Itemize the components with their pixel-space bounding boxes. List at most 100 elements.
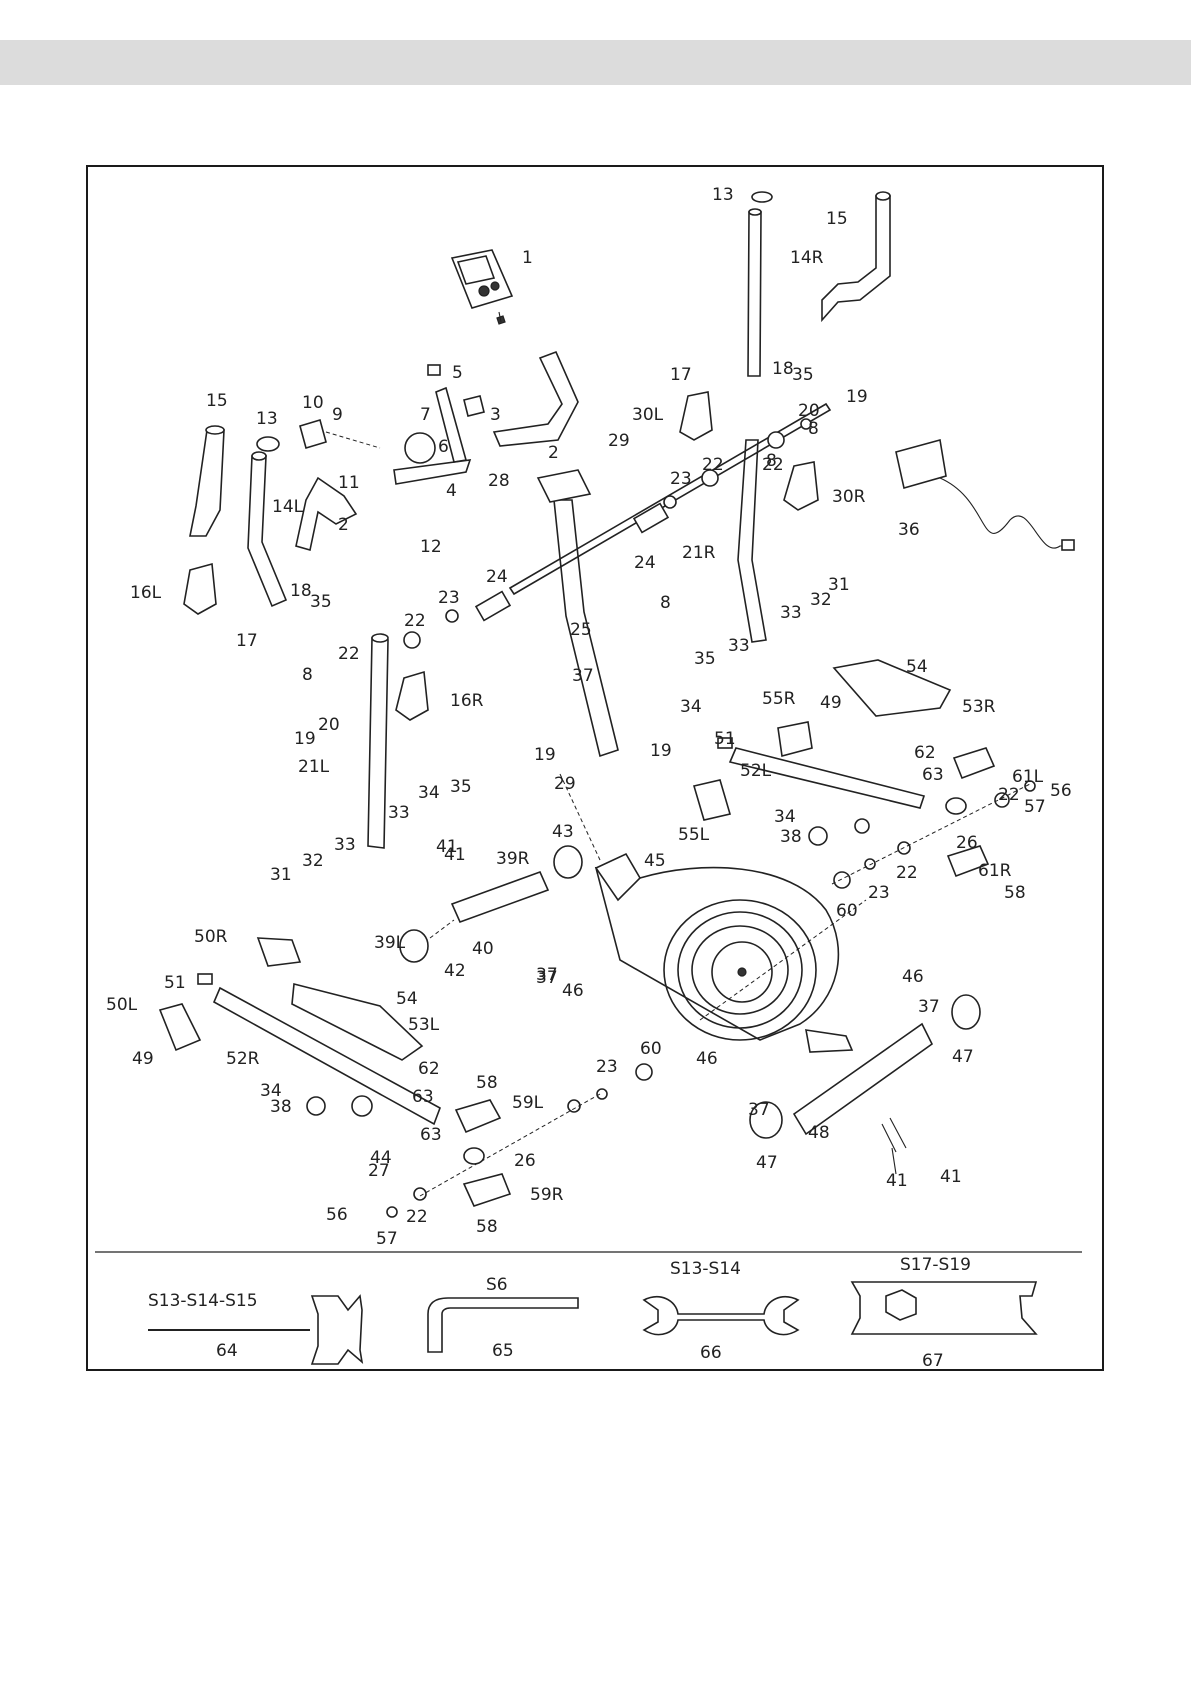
part-label: 6 (438, 437, 449, 457)
part-label: 34 (680, 697, 702, 717)
part-label: 19 (846, 387, 868, 407)
part-label: 31 (828, 575, 850, 595)
part-label: 24 (634, 553, 656, 573)
part-label: 63 (922, 765, 944, 785)
part-label: 62 (418, 1059, 440, 1079)
part-label: 29 (608, 431, 630, 451)
part-label: 19 (294, 729, 316, 749)
part-label: 24 (486, 567, 508, 587)
header-band (0, 40, 1191, 85)
part-label: 37 (918, 997, 940, 1017)
part-label: 37 (536, 965, 558, 985)
part-label: 60 (640, 1039, 662, 1059)
part-label: 22 (896, 863, 918, 883)
part-label: 41 (940, 1167, 962, 1187)
part-label: 55L (678, 825, 710, 845)
part-label: 49 (132, 1049, 154, 1069)
part-label: 36 (898, 520, 920, 540)
part-label: 32 (810, 590, 832, 610)
part-label: 8 (660, 593, 671, 613)
part-label: 22 (404, 611, 426, 631)
part-label: 59R (530, 1185, 564, 1205)
part-label: 18 (772, 359, 794, 379)
part-label: 13 (712, 185, 734, 205)
part-label: 4 (446, 481, 457, 501)
part-label: 62 (914, 743, 936, 763)
exploded-diagram-frame (86, 165, 1104, 1371)
part-label: 35 (450, 777, 472, 797)
part-label: 41 (444, 845, 466, 865)
tool-67-size: S17-S19 (900, 1255, 971, 1275)
part-label: 20 (318, 715, 340, 735)
part-label: 55R (762, 689, 796, 709)
part-label: 35 (310, 592, 332, 612)
pedal-arm-52L (158, 937, 441, 1126)
tool-66-size: S13-S14 (670, 1259, 741, 1279)
part-label: 38 (270, 1097, 292, 1117)
part-label: 15 (206, 391, 228, 411)
arm-21L (367, 633, 389, 849)
bracket-10 (299, 418, 381, 450)
part-label: 30L (632, 405, 664, 425)
part-label: 27 (368, 1161, 390, 1181)
part-label: 21L (298, 757, 330, 777)
tool-67-number: 67 (922, 1351, 944, 1371)
part-label: 54 (906, 657, 928, 677)
tool-65-size: S6 (486, 1275, 508, 1295)
part-label: 23 (670, 469, 692, 489)
part-label: 1 (522, 248, 533, 268)
arm-21R (737, 439, 767, 643)
part-label: 34 (774, 807, 796, 827)
tool-65-allen-key (427, 1297, 579, 1353)
console-part (450, 249, 514, 325)
part-label: 48 (808, 1123, 830, 1143)
part-label: 63 (412, 1087, 434, 1107)
part-label: 35 (694, 649, 716, 669)
part-label: 35 (792, 365, 814, 385)
part-label: 30R (832, 487, 866, 507)
part-label: 12 (420, 537, 442, 557)
part-label: 32 (302, 851, 324, 871)
part-label: 46 (902, 967, 924, 987)
part-label: 23 (596, 1057, 618, 1077)
part-label: 46 (696, 1049, 718, 1069)
part-label: 53L (408, 1015, 440, 1035)
part-label: 50R (194, 927, 228, 947)
part-label: 39R (496, 849, 530, 869)
handlebar-2-right (492, 350, 579, 447)
pedal-arm-52R (692, 659, 952, 846)
part-label: 58 (476, 1073, 498, 1093)
part-label: 45 (644, 851, 666, 871)
part-label: 20 (798, 401, 820, 421)
part-label: 49 (820, 693, 842, 713)
part-label: 51 (164, 973, 186, 993)
handle-15-left (189, 425, 225, 537)
part-label: 37 (572, 666, 594, 686)
part-label: 19 (650, 741, 672, 761)
part-label: 16R (450, 691, 484, 711)
tool-64-size: S13-S14-S15 (148, 1291, 258, 1311)
part-label: 28 (488, 471, 510, 491)
part-label: 23 (438, 588, 460, 608)
part-label: 63 (420, 1125, 442, 1145)
part-labels: 1223456788889101112131314R14L151516L16R1… (106, 185, 1072, 1249)
part-label: 41 (886, 1171, 908, 1191)
part-label: 22 (338, 644, 360, 664)
tool-66-wrench (642, 1296, 800, 1336)
upright-14R (747, 191, 773, 377)
part-label: 44 (370, 1148, 392, 1168)
part-label: 8 (302, 665, 313, 685)
part-label: 31 (270, 865, 292, 885)
part-label: 61R (978, 861, 1012, 881)
part-label: 13 (256, 409, 278, 429)
pivot-30L (679, 391, 713, 441)
part-label: 46 (562, 981, 584, 1001)
part-label: 2 (338, 515, 349, 535)
part-label: 16L (130, 583, 162, 603)
part-label: 37 (536, 968, 558, 988)
part-label: 39L (374, 933, 406, 953)
part-label: 18 (290, 581, 312, 601)
handlebar-2-left (295, 476, 358, 552)
part-label: 11 (338, 473, 360, 493)
part-label: 17 (670, 365, 692, 385)
